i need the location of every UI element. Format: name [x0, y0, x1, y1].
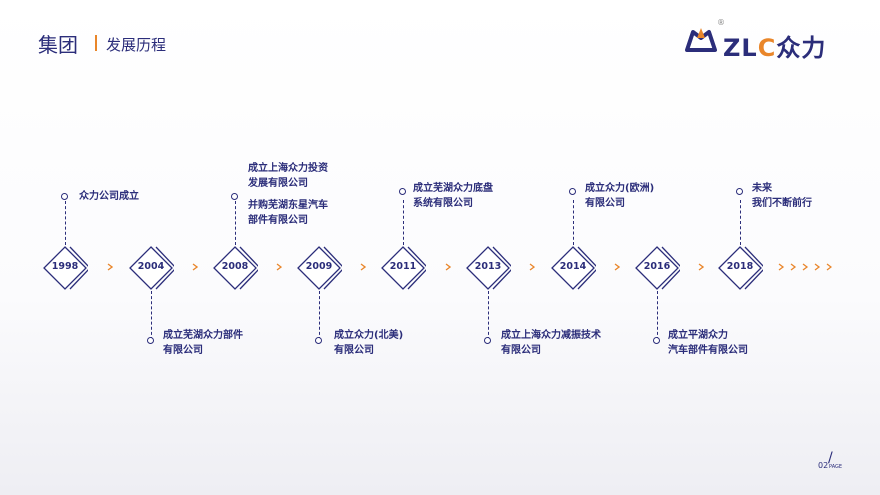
page-number-label: PAGE: [829, 464, 843, 470]
event-label-2009: 成立众力(北美) 有限公司: [334, 328, 403, 358]
chevron-right-icon: [107, 263, 113, 271]
year-label: 2011: [389, 261, 417, 272]
event-label-2011: 成立芜湖众力底盘 系统有限公司: [413, 181, 493, 211]
event-label-2008-b: 并购芜湖东星汽车 部件有限公司: [248, 198, 328, 228]
event-line: 有限公司: [334, 345, 374, 356]
event-line: 众力公司成立: [79, 191, 139, 202]
page-subtitle: 发展历程: [106, 36, 167, 54]
event-line: 部件有限公司: [248, 215, 308, 226]
year-node-2011: 2011: [380, 245, 429, 291]
logo-text-c: C: [757, 34, 777, 62]
event-line: 成立芜湖众力底盘: [413, 183, 493, 194]
year-label: 2009: [305, 261, 333, 272]
year-node-2008: 2008: [212, 245, 261, 291]
logo-text-zl: ZL: [723, 34, 758, 62]
title-divider: [95, 35, 97, 51]
diamond-icon: [43, 246, 91, 290]
event-line: 成立众力(欧洲): [585, 183, 655, 194]
event-line: 系统有限公司: [413, 198, 473, 209]
event-dot: [147, 337, 154, 344]
event-line: 成立众力(北美): [334, 330, 404, 341]
year-label: 2014: [559, 261, 587, 272]
event-dot: [61, 193, 68, 200]
connector-line: [488, 291, 489, 340]
year-node-2018: 2018: [717, 245, 766, 291]
event-line: 有限公司: [501, 345, 541, 356]
chevron-right-icon: [276, 263, 282, 271]
page-title: 集团: [38, 33, 78, 57]
year-node-2013: 2013: [465, 245, 514, 291]
page-slash: /: [828, 450, 833, 466]
event-line: 有限公司: [163, 345, 203, 356]
chevron-right-icon: [698, 263, 704, 271]
logo-wordmark: ZLC众力: [723, 28, 826, 63]
chevron-right-icon: [192, 263, 198, 271]
year-label: 2008: [221, 261, 249, 272]
event-line: 成立芜湖众力部件: [163, 330, 243, 341]
continue-arrows-icon: [778, 263, 832, 271]
zlc-logo-icon: [685, 28, 717, 52]
event-label-2016: 成立平湖众力 汽车部件有限公司: [668, 328, 748, 358]
event-dot: [569, 188, 576, 195]
event-label-1998: 众力公司成立: [79, 189, 139, 204]
event-line: 汽车部件有限公司: [668, 345, 748, 356]
diamond-icon: [129, 246, 177, 290]
chevron-right-icon: [529, 263, 535, 271]
connector-line: [319, 291, 320, 340]
event-dot: [315, 337, 322, 344]
event-line: 成立上海众力投资: [248, 163, 328, 174]
chevron-right-icon: [445, 263, 451, 271]
diamond-icon: [213, 246, 261, 290]
event-line: 发展有限公司: [248, 178, 308, 189]
chevron-right-icon: [614, 263, 620, 271]
logo-text-cn: 众力: [776, 34, 827, 62]
event-label-2004: 成立芜湖众力部件 有限公司: [163, 328, 243, 358]
year-node-2004: 2004: [128, 245, 177, 291]
page-number: 02 / PAGE: [818, 450, 842, 472]
event-line: 并购芜湖东星汽车: [248, 200, 328, 211]
event-line: 我们不断前行: [752, 198, 812, 209]
diamond-icon: [718, 246, 766, 290]
event-label-2014: 成立众力(欧洲) 有限公司: [585, 181, 654, 211]
connector-line: [65, 201, 66, 245]
year-node-1998: 1998: [42, 245, 91, 291]
connector-line: [151, 291, 152, 340]
year-node-2016: 2016: [634, 245, 683, 291]
diamond-icon: [635, 246, 683, 290]
chevron-right-icon: [360, 263, 366, 271]
event-label-2008-a: 成立上海众力投资 发展有限公司: [248, 161, 328, 191]
year-label: 2013: [474, 261, 502, 272]
year-node-2009: 2009: [296, 245, 345, 291]
connector-line: [740, 200, 741, 245]
event-line: 有限公司: [585, 198, 625, 209]
event-label-2018: 未来 我们不断前行: [752, 181, 812, 211]
event-line: 未来: [752, 183, 772, 194]
event-line: 成立平湖众力: [668, 330, 728, 341]
year-label: 2016: [643, 261, 671, 272]
year-label: 2018: [726, 261, 754, 272]
event-dot: [231, 193, 238, 200]
event-dot: [736, 188, 743, 195]
page-number-value: 02: [818, 461, 829, 470]
year-label: 1998: [51, 261, 79, 272]
connector-line: [657, 291, 658, 340]
connector-line: [573, 200, 574, 245]
event-label-2013: 成立上海众力减振技术 有限公司: [501, 328, 601, 358]
event-dot: [653, 337, 660, 344]
year-label: 2004: [137, 261, 165, 272]
event-line: 成立上海众力减振技术: [501, 330, 601, 341]
connector-line: [403, 200, 404, 245]
event-dot: [484, 337, 491, 344]
year-node-2014: 2014: [550, 245, 599, 291]
connector-line: [235, 201, 236, 245]
event-dot: [399, 188, 406, 195]
registered-mark: ®: [717, 18, 725, 27]
